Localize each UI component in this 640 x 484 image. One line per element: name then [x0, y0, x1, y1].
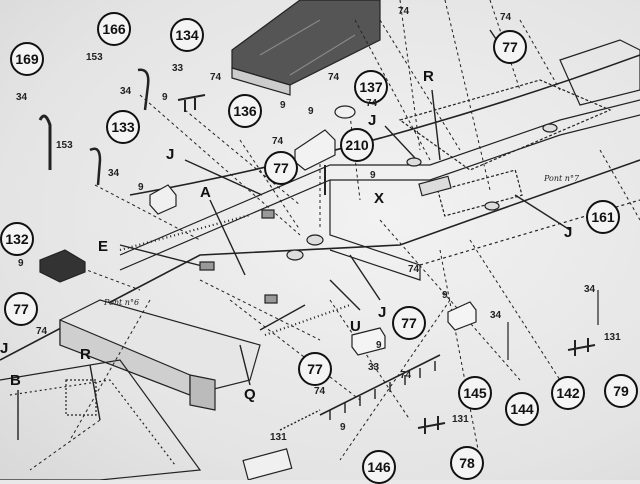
part-number: 34: [120, 86, 132, 97]
callout-77: 77: [4, 292, 38, 326]
part-number: 74: [400, 370, 412, 381]
small-parts: [38, 68, 599, 480]
part-number: 74: [210, 72, 222, 83]
part-number: 9: [340, 422, 346, 433]
label-letter-a: A: [200, 184, 211, 201]
callout-78: 78: [450, 446, 484, 480]
part-number: 131: [270, 432, 287, 443]
callout-142: 142: [551, 376, 585, 410]
label-letter-x: X: [374, 190, 385, 207]
part-number: 33: [368, 362, 380, 373]
part-number: 153: [56, 140, 73, 151]
part-number: 34: [490, 310, 502, 321]
part-number: 9: [308, 106, 314, 117]
part-number: 74: [36, 326, 48, 337]
callout-79: 79: [604, 374, 638, 408]
label-letter-j: J: [378, 304, 387, 321]
callout-169: 169: [10, 42, 44, 76]
callout-132: 132: [0, 222, 34, 256]
callout-210: 210: [340, 128, 374, 162]
label-letter-r: R: [423, 68, 434, 85]
part-number: 9: [370, 170, 376, 181]
callout-137: 137: [354, 70, 388, 104]
part-number: 74: [314, 386, 326, 397]
label-letter-j: J: [564, 224, 573, 241]
callout-77: 77: [493, 30, 527, 64]
leader-lines: [29, 0, 640, 471]
callout-161: 161: [586, 200, 620, 234]
callout-133: 133: [106, 110, 140, 144]
part-number: 74: [408, 264, 420, 275]
part-number: 9: [442, 290, 448, 301]
callout-136: 136: [228, 94, 262, 128]
part-number: 74: [398, 6, 410, 17]
callout-134: 134: [170, 18, 204, 52]
part-number: 34: [584, 284, 596, 295]
part-number: 131: [452, 414, 469, 425]
part-number: 9: [280, 100, 286, 111]
roof-panel: [231, 0, 381, 96]
label-letter-j: J: [166, 146, 175, 163]
lower-deck: [0, 359, 202, 480]
callout-166: 166: [97, 12, 131, 46]
part-number: 74: [366, 98, 378, 109]
aft-deck: [398, 39, 640, 217]
pointer-lines: [17, 29, 571, 440]
part-number: 33: [172, 63, 184, 74]
fore-deck-block: [59, 299, 261, 411]
part-number: 34: [108, 168, 120, 179]
deck-label: Pont n°7: [544, 174, 580, 183]
label-letter-q: Q: [244, 386, 256, 403]
callout-77: 77: [264, 151, 298, 185]
part-number: 74: [272, 136, 284, 147]
part-number: 74: [500, 12, 512, 23]
part-number: 9: [162, 92, 168, 103]
callout-77: 77: [298, 352, 332, 386]
deck-label: Pont n°6: [104, 298, 140, 307]
part-number: 9: [138, 182, 144, 193]
label-letter-j: J: [0, 340, 9, 357]
part-number: 153: [86, 52, 103, 63]
stanchion-rails: [119, 213, 441, 431]
label-letter-r: R: [80, 346, 91, 363]
callout-77: 77: [392, 306, 426, 340]
callout-144: 144: [505, 392, 539, 426]
callout-145: 145: [458, 376, 492, 410]
label-letter-j: J: [368, 112, 377, 129]
label-letter-e: E: [98, 238, 109, 255]
label-letter-b: B: [10, 372, 21, 389]
part-number: 9: [18, 258, 24, 269]
label-letter-u: U: [350, 318, 361, 335]
part-number: 131: [604, 332, 621, 343]
deck-rail-curve: [129, 54, 640, 196]
callout-146: 146: [362, 450, 396, 484]
part-number: 74: [328, 72, 340, 83]
part-number: 34: [16, 92, 28, 103]
part-number: 9: [376, 340, 382, 351]
main-deck-outline: [0, 99, 640, 361]
